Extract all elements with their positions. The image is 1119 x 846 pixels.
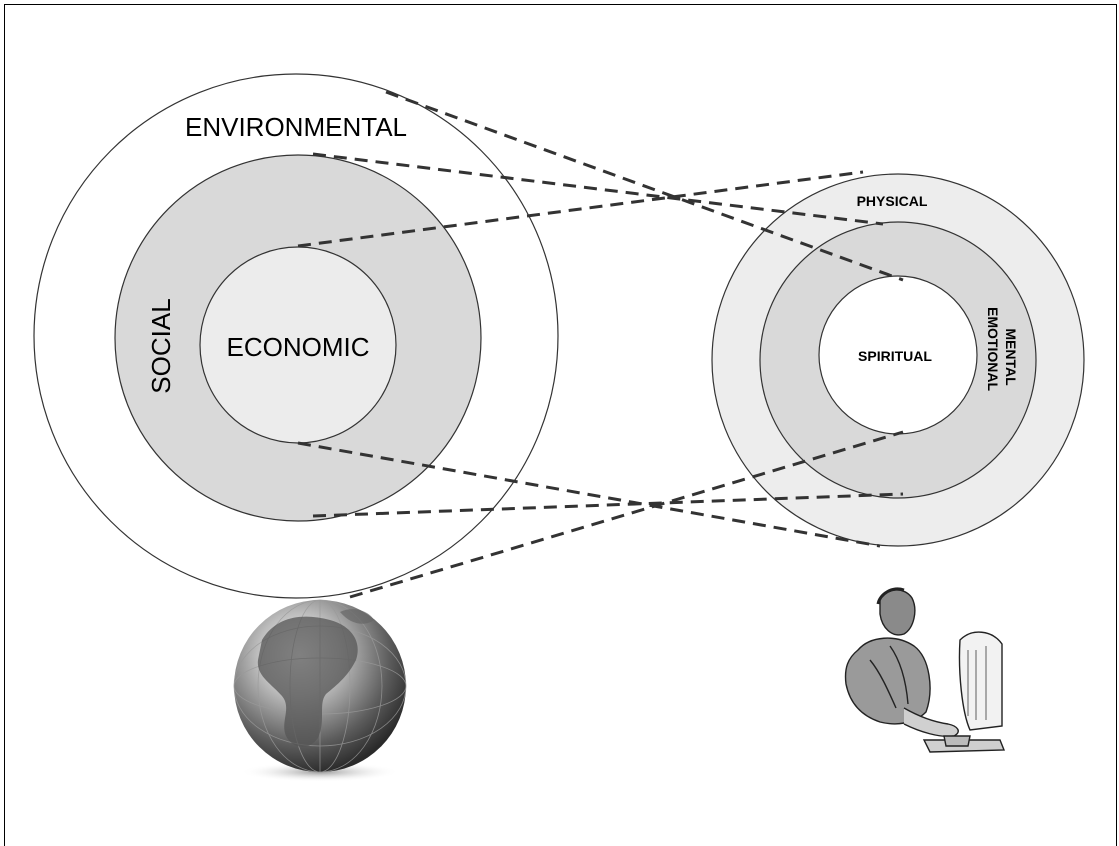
environmental-label: ENVIRONMENTAL — [185, 112, 407, 142]
social-label: SOCIAL — [146, 298, 176, 393]
physical-label: PHYSICAL — [857, 193, 928, 209]
mental-label: MENTAL — [1003, 328, 1019, 386]
connector-lines — [297, 90, 904, 599]
globe-icon — [233, 599, 407, 782]
slide-frame — [4, 4, 1117, 846]
person-at-computer-icon — [844, 587, 1006, 753]
connector-line — [312, 492, 904, 518]
connector-line — [312, 152, 884, 226]
economic-label: ECONOMIC — [227, 332, 370, 362]
right-circles — [711, 173, 1085, 547]
connector-line — [385, 90, 904, 282]
connector-line — [297, 170, 864, 248]
emotional-label: EMOTIONAL — [985, 307, 1001, 391]
connector-line — [297, 441, 881, 548]
connector-line — [349, 430, 904, 599]
spiritual-label: SPIRITUAL — [858, 348, 932, 364]
